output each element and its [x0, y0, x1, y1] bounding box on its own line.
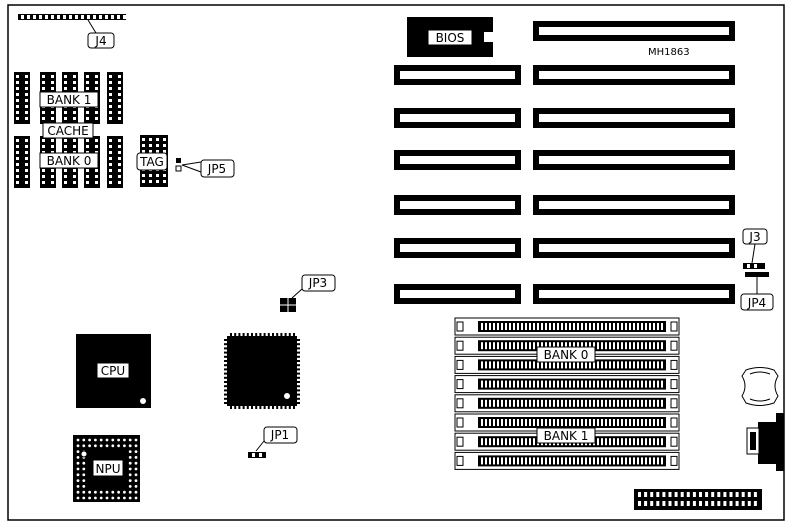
- board-outline: [7, 4, 785, 521]
- simm-bank1-label: BANK 1: [544, 429, 589, 443]
- jp1-label: JP1: [270, 428, 289, 442]
- cache-bank1-label: BANK 1: [47, 93, 92, 107]
- simm-slot: [454, 375, 680, 394]
- tag-label: TAG: [139, 155, 164, 169]
- expansion-slot: [533, 284, 735, 304]
- simm-slot: [454, 413, 680, 432]
- expansion-slot: [533, 65, 735, 85]
- expansion-slot: [394, 284, 521, 304]
- bottom-header-connector: [634, 489, 762, 510]
- jp1-jumper: JP1: [248, 426, 298, 458]
- cache-label: CACHE: [47, 124, 88, 138]
- j4-connector: J4: [18, 14, 126, 49]
- expansion-slot: [394, 195, 521, 215]
- expansion-slot: [533, 238, 735, 258]
- expansion-slots: [394, 21, 735, 304]
- chipset-chip: [224, 333, 300, 409]
- bios-chip: BIOS: [407, 17, 494, 57]
- simm-slot: [454, 394, 680, 413]
- j3-label: J3: [748, 230, 760, 244]
- expansion-slot: [533, 150, 735, 170]
- cpu-chip: CPU: [76, 334, 151, 408]
- jp3-label: JP3: [308, 276, 327, 290]
- sram-chip: [107, 136, 123, 188]
- sram-chip: [14, 72, 30, 124]
- npu-label: NPU: [96, 462, 121, 476]
- simm-slots: [454, 317, 680, 470]
- j3-jp4-jumpers: J3 JP4: [740, 228, 774, 311]
- bios-label: BIOS: [436, 31, 465, 45]
- j4-label: J4: [94, 34, 106, 48]
- simm-slot: [454, 317, 680, 336]
- model-number: MH1863: [648, 47, 690, 58]
- simm-slot: [454, 336, 680, 355]
- cache-bank0-label: BANK 0: [47, 154, 92, 168]
- jp5-label: JP5: [207, 162, 226, 176]
- sram-chip: [14, 136, 30, 188]
- expansion-slot: [533, 21, 735, 41]
- jp5-jumper: JP5: [175, 158, 235, 178]
- expansion-slot: [394, 108, 521, 128]
- jp4-label: JP4: [747, 296, 766, 310]
- cpu-label: CPU: [101, 364, 125, 378]
- simm-bank0-label: BANK 0: [544, 348, 589, 362]
- simm-slot: [454, 451, 680, 470]
- expansion-slot: [533, 195, 735, 215]
- expansion-slot: [394, 150, 521, 170]
- expansion-slot: [533, 108, 735, 128]
- sram-chip: [107, 72, 123, 124]
- npu-socket: NPU: [73, 435, 140, 502]
- jp3-jumper: JP3: [280, 274, 336, 312]
- keyboard-connector: [741, 367, 779, 406]
- power-connector: [746, 413, 784, 471]
- expansion-slot: [394, 65, 521, 85]
- expansion-slot: [394, 238, 521, 258]
